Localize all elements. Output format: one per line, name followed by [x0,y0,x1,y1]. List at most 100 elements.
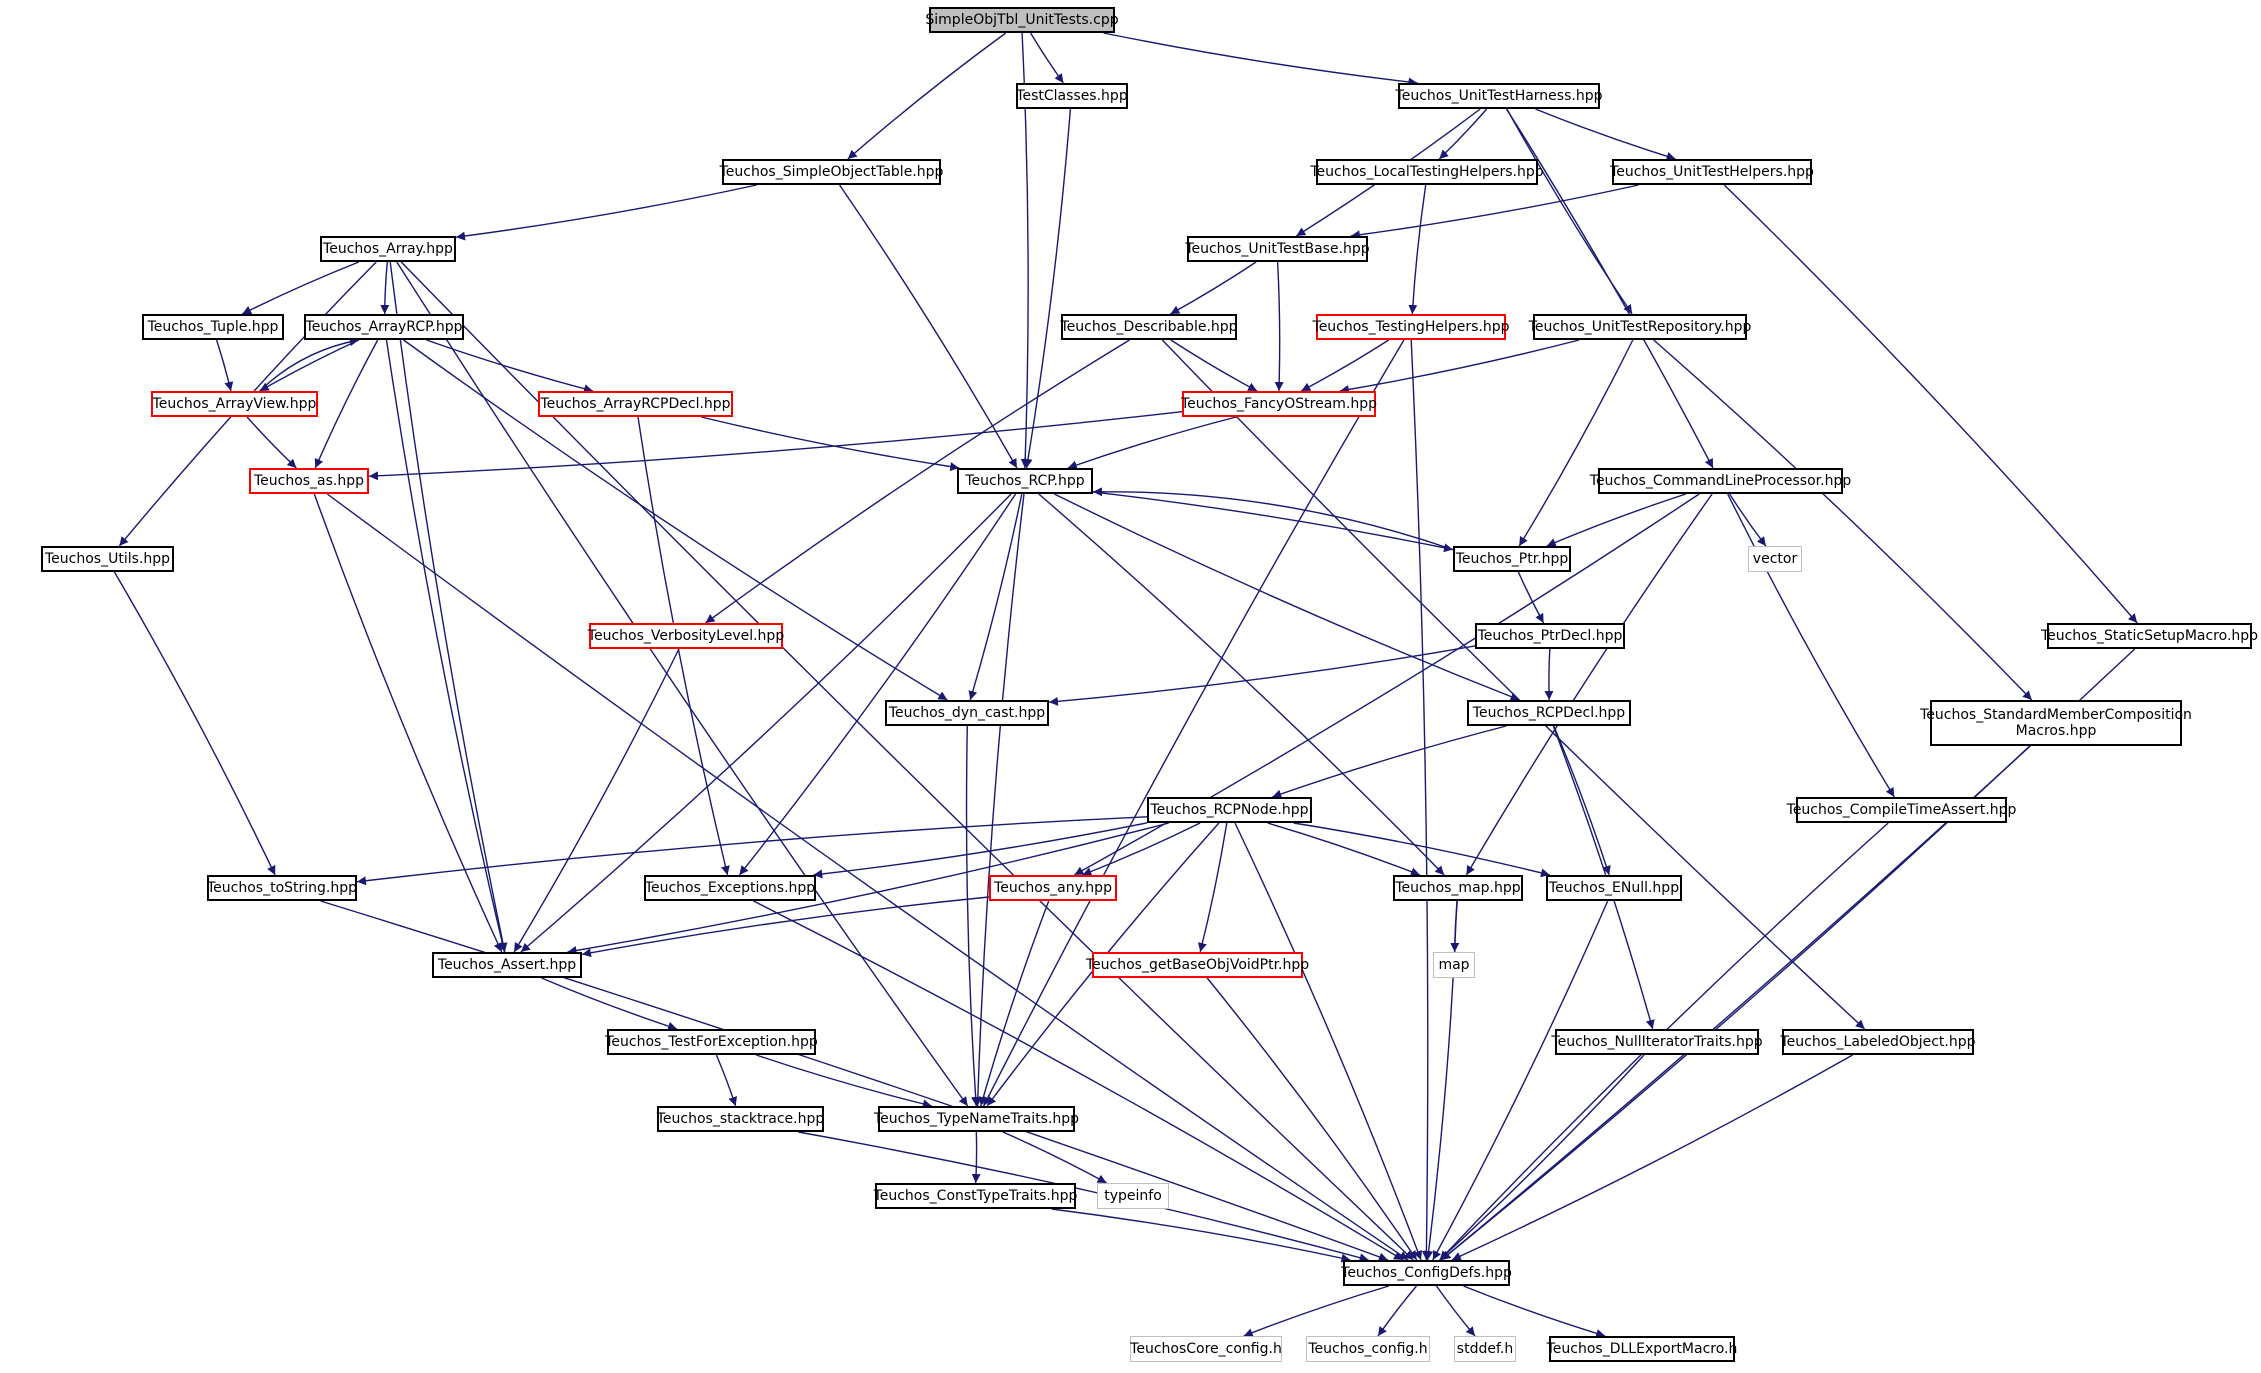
edge-rcp-to-assert [520,493,1012,953]
edge-ptr-to-ptrdecl [1517,571,1545,624]
edge-arrayrcp-to-as [314,339,379,469]
edge-commandlineprocessor-to-ptr [1546,493,1687,547]
edge-configdefs-to-teuchoscoreconfig [1243,1285,1390,1337]
edge-rcp-to-dyncast [968,493,1023,701]
edge-arrayrcpdecl-to-rcp [701,416,960,472]
edge-fancyostream-to-rcp [1067,416,1237,470]
edge-arrayview-to-as [246,416,297,469]
node-dyncast[interactable]: Teuchos_dyn_cast.hpp [885,700,1049,726]
edge-arrayrcp-to-arrayview [259,339,360,392]
node-describable[interactable]: Teuchos_Describable.hpp [1060,314,1238,340]
edge-verbositylevel-to-assert [513,648,680,953]
edge-rcp-to-exceptions [738,493,1017,876]
node-tostring[interactable]: Teuchos_toString.hpp [207,875,357,901]
edge-unittestharness-to-unittesthelpers [1535,108,1676,161]
node-ptrdecl[interactable]: Teuchos_PtrDecl.hpp [1475,623,1625,649]
node-map[interactable]: Teuchos_map.hpp [1393,875,1523,901]
node-staticsetupmacro[interactable]: Teuchos_StaticSetupMacro.hpp [2041,623,2258,649]
node-consttypetraits[interactable]: Teuchos_ConstTypeTraits.hpp [874,1183,1077,1209]
edge-localtestinghelpers-to-testinghelpers [1408,184,1427,315]
node-verbositylevel[interactable]: Teuchos_VerbosityLevel.hpp [588,623,784,649]
edge-root-to-simpleobjecttable [847,32,1007,160]
node-unittestbase[interactable]: Teuchos_UnitTestBase.hpp [1185,236,1370,262]
node-rcp[interactable]: Teuchos_RCP.hpp [957,468,1093,494]
node-compiletimeassert[interactable]: Teuchos_CompileTimeAssert.hpp [1787,797,2016,823]
node-arrayrcpdecl[interactable]: Teuchos_ArrayRCPDecl.hpp [538,391,733,417]
edge-array-to-assert [389,261,508,953]
node-typeinfo: typeinfo [1097,1183,1169,1209]
edge-map-to-configdefs [1424,900,1458,1261]
edge-testinghelpers-to-fancyostream [1300,339,1390,392]
node-testforexception[interactable]: Teuchos_TestForException.hpp [605,1029,818,1055]
edge-simpleobjecttable-to-rcp [839,184,1018,469]
edge-unittestbase-to-fancyostream [1274,261,1284,392]
edge-testinghelpers-to-configdefs [1410,339,1431,1261]
node-standardmembercomposition[interactable]: Teuchos_StandardMemberComposition Macros… [1920,700,2192,746]
node-dllexportmacro[interactable]: Teuchos_DLLExportMacro.h [1547,1336,1737,1362]
edge-testforexception-to-typenametraits [755,1054,932,1109]
edge-root-to-testclasses [1029,32,1064,84]
node-tuple[interactable]: Teuchos_Tuple.hpp [142,314,284,340]
edge-consttypetraits-to-configdefs [1051,1208,1351,1263]
edge-exceptions-to-configdefs [753,900,1404,1261]
node-typenametraits[interactable]: Teuchos_TypeNameTraits.hpp [874,1106,1079,1132]
edge-dyncast-to-typenametraits [965,725,981,1107]
node-utils[interactable]: Teuchos_Utils.hpp [41,546,174,572]
edge-nulliteratortraits-to-configdefs [1439,1054,1645,1261]
node-testinghelpers[interactable]: Teuchos_TestingHelpers.hpp [1313,314,1510,340]
node-unittestrepository[interactable]: Teuchos_UnitTestRepository.hpp [1529,314,1751,340]
node-commandlineprocessor[interactable]: Teuchos_CommandLineProcessor.hpp [1590,468,1851,494]
edge-unittesthelpers-to-unittestbase [1350,184,1639,240]
edge-array-to-tuple [241,261,360,315]
edge-fancyostream-to-as [368,411,1183,481]
node-teuchoscoreconfig: TeuchosCore_config.h [1130,1336,1282,1362]
node-arrayview[interactable]: Teuchos_ArrayView.hpp [151,391,318,417]
edge-standardmembercomposition-to-configdefs [1440,745,2031,1261]
node-as[interactable]: Teuchos_as.hpp [249,468,369,494]
edge-unittestharness-to-commandlineprocessor [1505,108,1714,469]
node-rcpnode[interactable]: Teuchos_RCPNode.hpp [1147,797,1312,823]
edge-tuple-to-arrayview [215,339,234,392]
edge-unittesthelpers-to-staticsetupmacro [1723,184,2138,624]
node-getbaseobjvoidptr[interactable]: Teuchos_getBaseObjVoidPtr.hpp [1086,952,1309,978]
node-fancyostream[interactable]: Teuchos_FancyOStream.hpp [1181,391,1377,417]
edge-stacktrace-to-configdefs [798,1131,1369,1263]
edge-labeledobject-to-configdefs [1451,1054,1853,1261]
node-testclasses[interactable]: TestClasses.hpp [1016,83,1128,109]
edge-unittestbase-to-describable [1170,261,1257,315]
edge-assert-to-testforexception [541,977,678,1031]
edge-unittestrepository-to-fancyostream [1339,339,1580,394]
node-arrayrcp[interactable]: Teuchos_ArrayRCP.hpp [304,314,464,340]
node-enull[interactable]: Teuchos_ENull.hpp [1546,875,1682,901]
node-array[interactable]: Teuchos_Array.hpp [320,236,456,262]
edge-testinghelpers-to-typenametraits [982,339,1405,1107]
node-simpleobjecttable[interactable]: Teuchos_SimpleObjectTable.hpp [720,159,943,185]
edge-commandlineprocessor-to-vector [1729,493,1767,547]
node-rcpdecl[interactable]: Teuchos_RCPDecl.hpp [1467,700,1631,726]
node-labeledobject[interactable]: Teuchos_LabeledObject.hpp [1780,1029,1976,1055]
edge-arrayview-to-arrayrcp [259,337,359,392]
node-any[interactable]: Teuchos_any.hpp [989,875,1117,901]
node-unittesthelpers[interactable]: Teuchos_UnitTestHelpers.hpp [1610,159,1814,185]
node-assert[interactable]: Teuchos_Assert.hpp [432,952,582,978]
node-exceptions[interactable]: Teuchos_Exceptions.hpp [644,875,816,901]
node-stacktrace[interactable]: Teuchos_stacktrace.hpp [657,1106,824,1132]
node-root: SimpleObjTbl_UnitTests.cpp [925,7,1119,33]
edge-ptr-to-rcp [1092,487,1454,551]
edge-tostring-to-configdefs [320,900,1389,1262]
node-configdefs[interactable]: Teuchos_ConfigDefs.hpp [1341,1260,1512,1286]
dependency-edges [113,32,2138,1338]
edge-arrayrcp-to-dyncast [403,339,948,701]
edge-utils-to-tostring [113,571,276,876]
node-nulliteratortraits[interactable]: Teuchos_NullIteratorTraits.hpp [1551,1029,1763,1055]
edge-as-to-configdefs [326,493,1409,1261]
edge-describable-to-labeledobject [1161,339,1866,1030]
edge-simpleobjecttable-to-array [455,184,757,241]
node-localtestinghelpers[interactable]: Teuchos_LocalTestingHelpers.hpp [1310,159,1544,185]
edge-rcp-to-ptr [1092,491,1454,553]
node-ptr[interactable]: Teuchos_Ptr.hpp [1453,546,1571,572]
edge-typenametraits-to-typeinfo [1002,1131,1107,1184]
node-unittestharness[interactable]: Teuchos_UnitTestHarness.hpp [1396,83,1602,109]
edge-testforexception-to-stacktrace [715,1054,738,1107]
